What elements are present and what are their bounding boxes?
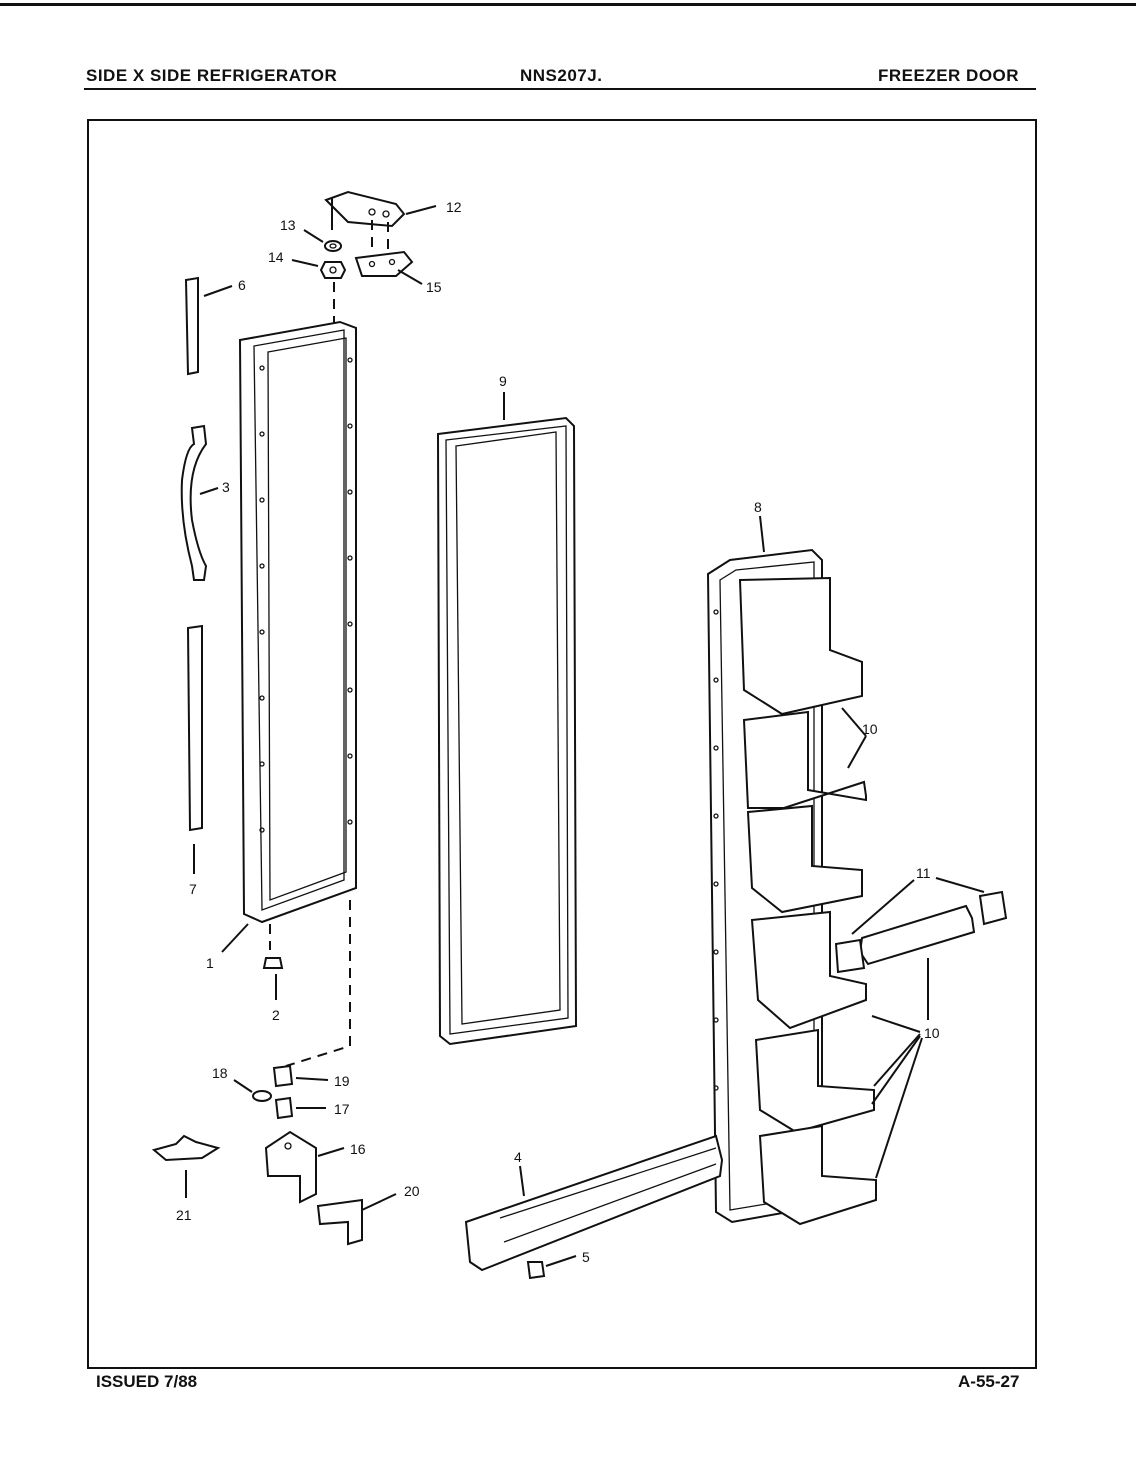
leader-10g <box>875 1037 923 1179</box>
leader-3 <box>199 487 219 495</box>
part-13-washer <box>324 240 342 252</box>
leader-10e <box>873 1033 921 1087</box>
hinge-bottom-dash <box>285 900 351 1067</box>
part-7-trim-bottom <box>186 624 203 832</box>
callout-6: 6 <box>238 277 246 293</box>
callout-5: 5 <box>582 1249 590 1265</box>
leader-16 <box>317 1147 345 1157</box>
part-16-bottom-hinge <box>264 1130 317 1204</box>
header-rule <box>84 88 1036 90</box>
part-19-bushing <box>272 1064 294 1088</box>
part-18-washer <box>252 1090 272 1102</box>
callout-13: 13 <box>280 217 296 233</box>
callout-3: 3 <box>222 479 230 495</box>
callout-17: 17 <box>334 1101 350 1117</box>
footer-page-code: A-55-27 <box>958 1372 1020 1391</box>
callout-8: 8 <box>754 499 762 515</box>
part-5-screw <box>526 1261 546 1280</box>
header-section: FREEZER DOOR <box>878 66 1020 85</box>
part-1-door-panel <box>238 320 357 924</box>
leader-18 <box>233 1079 253 1093</box>
part-6-trim-top <box>184 276 199 376</box>
leader-13 <box>303 229 324 243</box>
callout-15: 15 <box>426 279 442 295</box>
top-rule <box>0 3 1136 6</box>
leader-15 <box>397 269 423 285</box>
callout-19: 19 <box>334 1073 350 1089</box>
callout-18: 18 <box>212 1065 228 1081</box>
callout-7: 7 <box>189 881 197 897</box>
part-21-hinge-plate <box>151 1134 221 1162</box>
callout-11: 11 <box>916 865 931 881</box>
diagram-border <box>87 119 1037 1369</box>
callout-16: 16 <box>350 1141 366 1157</box>
leader-10d <box>871 1015 921 1033</box>
leader-8 <box>759 515 765 553</box>
leader-10f <box>871 1035 921 1105</box>
part-4-bottom-trim <box>464 1134 724 1272</box>
leader-1 <box>221 923 249 953</box>
part-3-door-handle <box>180 424 208 581</box>
leader-4 <box>519 1165 525 1197</box>
footer-issued: ISSUED 7/88 <box>96 1372 198 1391</box>
part-17-hinge-pin <box>274 1096 294 1120</box>
callout-10-lower: 10 <box>924 1025 940 1041</box>
leader-6 <box>203 285 233 297</box>
part-12-top-hinge <box>324 190 406 252</box>
callout-14: 14 <box>268 249 284 265</box>
part-8-door-liner <box>706 548 877 1226</box>
callout-12: 12 <box>446 199 462 215</box>
leader-11b <box>935 877 985 893</box>
part-11-shelf-bar <box>834 890 1008 974</box>
callout-2: 2 <box>272 1007 280 1023</box>
leader-10b <box>847 735 867 769</box>
part-14-nut <box>319 261 347 279</box>
callout-9: 9 <box>499 373 507 389</box>
part-2-stop <box>262 957 284 969</box>
callout-21: 21 <box>176 1207 192 1223</box>
leader-14 <box>291 259 319 267</box>
leader-5 <box>545 1255 577 1267</box>
callout-10-upper: 10 <box>862 721 878 737</box>
leader-20 <box>361 1193 397 1211</box>
callout-4: 4 <box>514 1149 522 1165</box>
callout-20: 20 <box>404 1183 420 1199</box>
header-model: NNS207J. <box>520 66 603 85</box>
leader-10a <box>841 707 867 737</box>
callout-1: 1 <box>206 955 214 971</box>
leader-19 <box>295 1077 329 1081</box>
header-title: SIDE X SIDE REFRIGERATOR <box>86 66 338 85</box>
leader-11a <box>851 879 915 935</box>
part-20-bracket <box>316 1198 363 1246</box>
leader-12 <box>405 205 437 215</box>
part-9-door-gasket <box>436 416 578 1046</box>
